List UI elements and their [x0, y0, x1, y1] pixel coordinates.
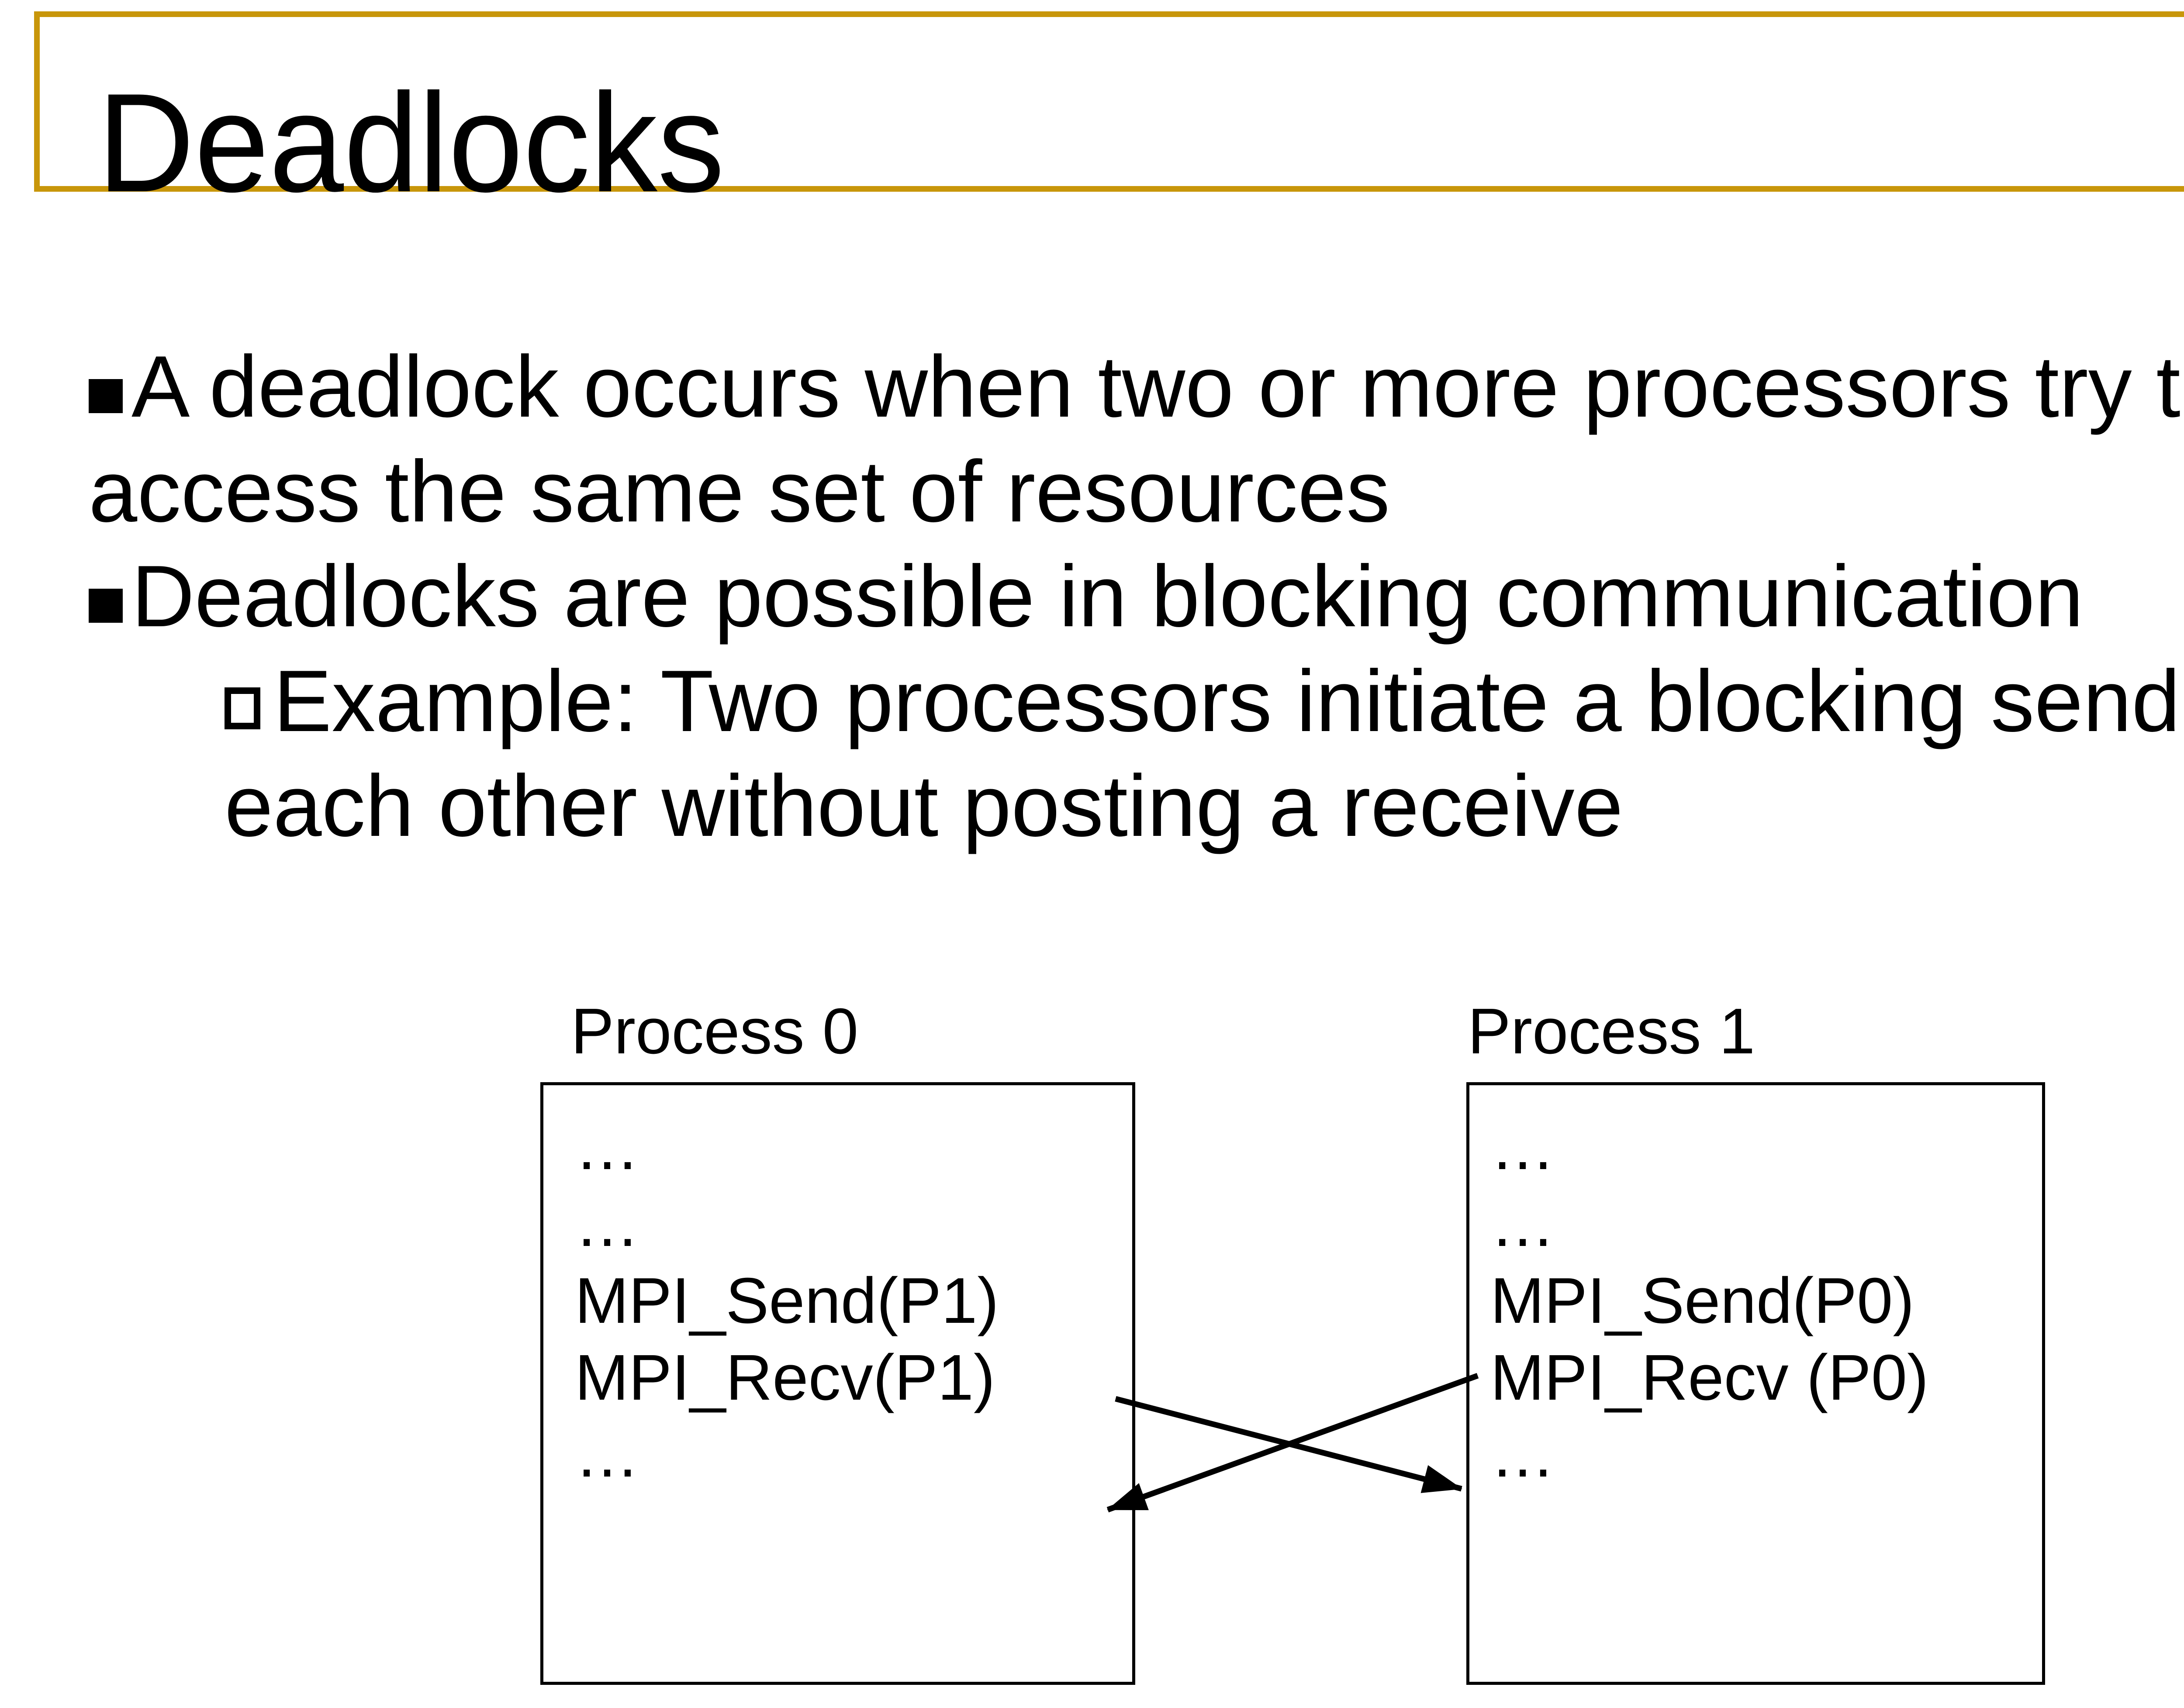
filled-square-bullet-icon [89, 589, 123, 623]
code-line: … [1490, 1188, 1555, 1260]
sub-bullet-text: Example: Two processors initiate a block… [273, 652, 2184, 750]
code-line: MPI_Send(P0) [1490, 1265, 1914, 1337]
bullet-item: A deadlock occurs when two or more proce… [89, 335, 2184, 439]
code-line: MPI_Recv(P1) [575, 1342, 995, 1414]
process-0-box: … … MPI_Send(P1) MPI_Recv(P1) … [540, 1082, 1135, 1685]
slide-title: Deadlocks [97, 65, 725, 221]
bullet-text: A deadlock occurs when two or more proce… [131, 338, 2184, 435]
process-0-label: Process 0 [571, 995, 859, 1067]
title-border-box [34, 11, 2184, 192]
bullet-item: Deadlocks are possible in blocking commu… [89, 544, 2184, 649]
bullet-text-wrap: access the same set of resources [89, 443, 1390, 540]
bullet-list: A deadlock occurs when two or more proce… [89, 335, 2184, 859]
arrow-p0-to-p1 [1115, 1396, 1462, 1493]
arrow-p1-to-p0 [1106, 1373, 1479, 1513]
bullet-text: Deadlocks are possible in blocking commu… [131, 548, 2084, 645]
process-1-label: Process 1 [1468, 995, 1755, 1067]
sub-bullet-item: Example: Two processors initiate a block… [225, 649, 2184, 754]
code-line: … [575, 1418, 639, 1491]
code-line: MPI_Recv (P0) [1490, 1342, 1929, 1414]
filled-square-bullet-icon [89, 379, 123, 413]
code-line: … [575, 1111, 639, 1183]
code-line: … [575, 1188, 639, 1260]
code-line: MPI_Send(P1) [575, 1265, 999, 1337]
code-line: … [1490, 1111, 1555, 1183]
hollow-square-bullet-icon [225, 687, 260, 729]
sub-bullet-text-wrap: each other without posting a receive [225, 757, 1623, 855]
code-line: … [1490, 1418, 1555, 1491]
process-1-box: … … MPI_Send(P0) MPI_Recv (P0) … [1466, 1082, 2045, 1685]
